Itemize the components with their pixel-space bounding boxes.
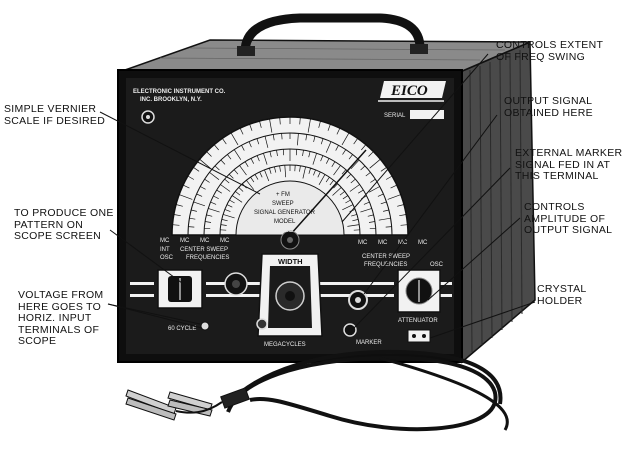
- callout-external-marker: EXTERNAL MARKER SIGNAL FED IN AT THIS TE…: [515, 148, 622, 183]
- left-mc-4: MC: [220, 238, 230, 244]
- dial-text-generator: SIGNAL GENERATOR: [254, 210, 316, 216]
- right-center-sweep-label: CENTER SWEEP: [362, 254, 410, 260]
- mode-label: MODE: [275, 228, 293, 234]
- sixty-cycle-terminal-2[interactable]: [257, 319, 267, 329]
- dial-tick: [282, 133, 283, 139]
- crystal-holder[interactable]: [408, 330, 430, 342]
- right-mc-2: MC: [378, 240, 388, 246]
- right-mc-1: MC: [358, 240, 368, 246]
- cabinet-top: [125, 40, 530, 72]
- left-mc-1: MC: [160, 238, 170, 244]
- left-int-label: INT: [160, 247, 170, 253]
- callout-vernier: SIMPLE VERNIER SCALE IF DESIRED: [4, 104, 105, 127]
- crystal-socket-1: [412, 334, 416, 338]
- dial-shaft-center: [287, 237, 293, 243]
- dial-text-fm: + FM: [276, 192, 290, 198]
- handle-mount-right: [410, 44, 428, 54]
- sixty-cycle-terminal-1[interactable]: [201, 322, 209, 330]
- left-osc-label: OSC: [160, 255, 174, 261]
- mode-knob-center: [232, 280, 240, 288]
- callout-output-signal: OUTPUT SIGNAL OBTAINED HERE: [504, 96, 593, 119]
- callout-one-pattern: TO PRODUCE ONE PATTERN ON SCOPE SCREEN: [14, 208, 114, 243]
- maker-line1: ELECTRONIC INSTRUMENT CO.: [133, 89, 226, 95]
- serial-plate: [410, 110, 444, 119]
- callout-amplitude: CONTROLS AMPLITUDE OF OUTPUT SIGNAL: [524, 202, 612, 237]
- cycle-label: 60 CYCLE: [168, 326, 196, 332]
- dial-text-sweep: SWEEP: [272, 201, 294, 207]
- crystal-socket-2: [422, 334, 426, 338]
- right-osc-label: OSC: [430, 262, 444, 268]
- dial-tick: [386, 227, 392, 228]
- cable-plug: [221, 388, 250, 408]
- left-mc-3: MC: [200, 238, 210, 244]
- pilot-lamp-center: [146, 115, 150, 119]
- megacycles-label: MEGACYCLES: [264, 342, 306, 348]
- attenuator-label: ATTENUATOR: [398, 318, 438, 324]
- callout-freq-swing: CONTROLS EXTENT OF FREQ SWING: [496, 40, 603, 63]
- marker-terminal[interactable]: [344, 324, 356, 336]
- left-mc-2: MC: [180, 238, 190, 244]
- left-frequencies-label: FREQUENCIES: [186, 255, 229, 261]
- callout-voltage: VOLTAGE FROM HERE GOES TO HORIZ. INPUT T…: [18, 290, 103, 348]
- dial-tick: [188, 227, 194, 228]
- callout-crystal: CRYSTAL HOLDER: [537, 284, 587, 307]
- output-jack-center: [355, 297, 361, 303]
- dial-text-model: MODEL: [274, 219, 296, 225]
- handle-mount-left: [237, 46, 255, 56]
- width-knob-center: [285, 291, 295, 301]
- eico-logo: EICO: [378, 81, 446, 101]
- serial-label: SERIAL: [384, 113, 406, 119]
- brand-name: EICO: [390, 83, 428, 99]
- marker-label: MARKER: [356, 340, 382, 346]
- width-label: WIDTH: [278, 257, 303, 266]
- left-center-sweep-label: CENTER SWEEP: [180, 247, 228, 253]
- test-cable: [228, 352, 507, 430]
- right-mc-4: MC: [418, 240, 428, 246]
- maker-line2: INC. BROOKLYN, N.Y.: [140, 97, 202, 103]
